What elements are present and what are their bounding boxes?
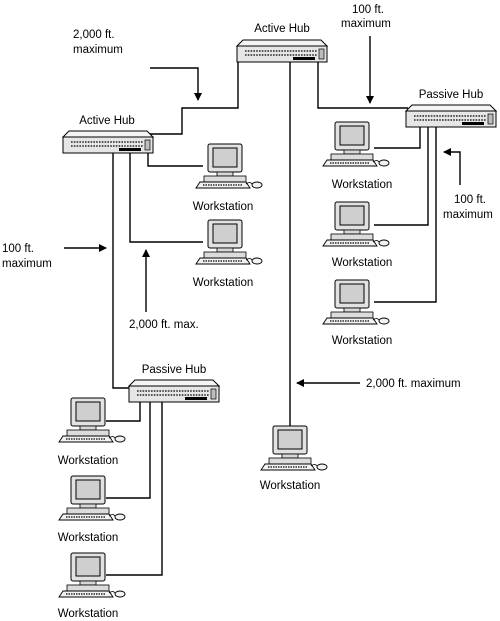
link-top-to-left-hub [150,60,239,135]
workstation-icon [322,121,390,167]
hub-label-left: Active Hub [79,115,135,127]
annotation-left: 100 ft. [2,243,34,255]
workstation-icon [58,397,126,443]
hub-label-bottom: Passive Hub [142,364,207,376]
link-right-ws2 [374,127,429,226]
workstation-icon [260,425,328,471]
annotation-top-left: 2,000 ft. [73,29,115,41]
annotation-middle-right: 2,000 ft. maximum [366,378,461,390]
workstation-label: Workstation [260,480,321,492]
link-bottom-ws2 [106,402,151,499]
arrow-top-left [150,67,202,101]
annotation-right: 100 ft. [454,194,486,206]
workstation-label: Workstation [58,532,119,544]
hub-left-active [62,130,154,154]
workstation-label: Workstation [58,455,119,467]
annotation-top-right: 100 ft. [352,4,384,16]
link-top-to-right-hub [317,60,408,109]
hub-top-active [236,39,328,63]
workstation-icon [195,143,263,189]
annotation-right-2: maximum [443,209,493,221]
annotation-left-2: maximum [2,258,52,270]
link-right-ws3 [374,127,437,303]
workstation-label: Workstation [332,179,393,191]
workstation-label: Workstation [193,201,254,213]
annotation-middle-left: 2,000 ft. max. [129,319,199,331]
annotation-top-right-2: maximum [341,18,391,30]
link-left-to-bottom-hub [112,152,130,389]
workstation-label: Workstation [193,277,254,289]
hub-label-top: Active Hub [254,23,310,35]
annotation-top-left-2: maximum [73,44,123,56]
link-bottom-ws3 [106,402,163,576]
link-bottom-ws1 [106,402,141,422]
hub-right-passive [405,104,497,128]
hub-label-right: Passive Hub [419,89,484,101]
arrow-right [443,148,461,185]
workstation-label: Workstation [332,257,393,269]
hub-bottom-passive [128,379,220,403]
link-right-ws1 [374,127,421,149]
workstation-icon [195,219,263,265]
workstation-label: Workstation [58,608,119,620]
workstation-icon [322,201,390,247]
link-left-ws2 [129,152,203,243]
link-left-ws1 [147,152,203,167]
workstation-label: Workstation [332,335,393,347]
